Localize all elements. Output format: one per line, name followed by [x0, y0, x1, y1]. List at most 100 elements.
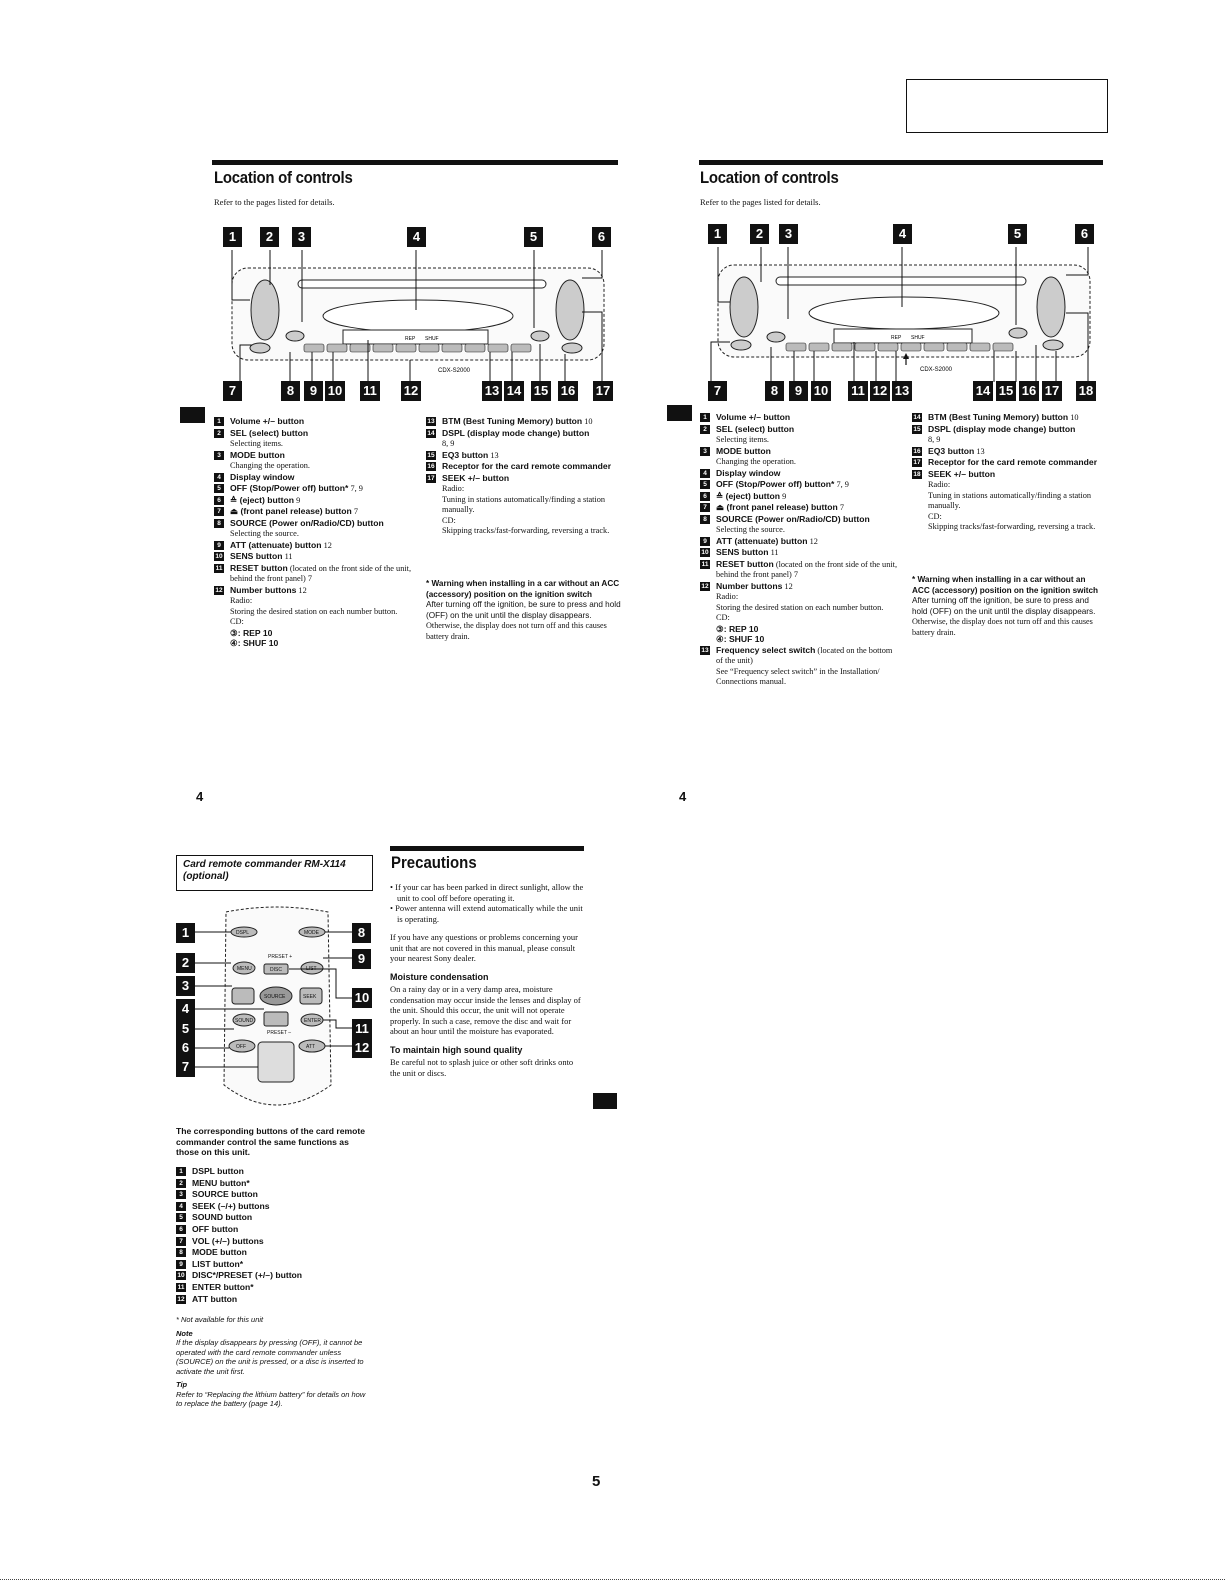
callout: 2: [260, 227, 279, 247]
sound-key-label: SOUND: [235, 1018, 253, 1024]
callout: 5: [176, 1019, 195, 1039]
callout: 9: [304, 381, 323, 401]
preset-plus-label: PRESET +: [268, 954, 292, 960]
rep-label: REP: [891, 335, 902, 341]
callout: 4: [407, 227, 426, 247]
callout: 5: [524, 227, 543, 247]
callout: 10: [325, 381, 345, 401]
off-key-label: OFF: [236, 1044, 246, 1050]
left-intro: Refer to the pages listed for details.: [214, 197, 335, 207]
precautions-body: • If your car has been parked in direct …: [390, 882, 584, 1078]
right-warning: * Warning when installing in a car witho…: [912, 575, 1099, 637]
callout: 1: [708, 224, 727, 244]
callout: 14: [504, 381, 524, 401]
callout: 17: [1042, 381, 1062, 401]
callout: 9: [352, 949, 371, 969]
callout: 1: [223, 227, 242, 247]
callout: 6: [176, 1038, 195, 1058]
callout: 8: [281, 381, 300, 401]
callout: 3: [779, 224, 798, 244]
list-item: 7⏏ (front panel release) button 7: [214, 506, 414, 518]
menu-key-label: MENU: [237, 966, 252, 972]
callout: 10: [811, 381, 831, 401]
callout: 13: [892, 381, 912, 401]
disc-key-label: DISC: [270, 967, 282, 973]
callout: 10: [352, 988, 372, 1008]
callout: 3: [292, 227, 311, 247]
callout: 7: [223, 381, 242, 401]
callout: 2: [176, 953, 195, 973]
list-item: 7⏏ (front panel release) button 7: [700, 502, 900, 514]
att-key-label: ATT: [306, 1044, 315, 1050]
left-section-title: Location of controls: [214, 168, 353, 187]
precautions-title: Precautions: [391, 853, 477, 872]
right-page-number: 4: [679, 789, 687, 804]
bottom-dotted-rule: [0, 1579, 1225, 1580]
callout: 8: [765, 381, 784, 401]
bottom-page-number: 5: [592, 1473, 601, 1490]
right-title-rule: [699, 160, 1103, 165]
callout: 12: [401, 381, 421, 401]
callout: 3: [176, 976, 195, 996]
left-warning: * Warning when installing in a car witho…: [426, 579, 621, 641]
callout: 15: [531, 381, 551, 401]
callout: 7: [708, 381, 727, 401]
callout: 11: [848, 381, 868, 401]
remote-caption: The corresponding buttons of the card re…: [176, 1126, 366, 1157]
callout: 11: [352, 1019, 372, 1039]
callout: 16: [558, 381, 578, 401]
right-unit-illustration: REP SHUF CDX-S2000: [710, 247, 1091, 382]
preset-minus-label: PRESET –: [267, 1030, 291, 1036]
source-key-label: SOURCE: [264, 994, 286, 1000]
list-item: 6≙ (eject) button 9: [214, 495, 414, 507]
right-margin-tab: [667, 405, 692, 421]
callout: 4: [893, 224, 912, 244]
callout: 13: [482, 381, 502, 401]
precautions-rule: [390, 846, 584, 851]
left-margin-tab: [180, 407, 205, 423]
callout: 6: [592, 227, 611, 247]
remote-notes: * Not available for this unit Note If th…: [176, 1315, 366, 1408]
left-title-rule: [212, 160, 618, 165]
callout: 2: [750, 224, 769, 244]
dspl-key-label: DSPL: [236, 930, 249, 936]
shuf-label: SHUF: [911, 335, 925, 341]
callout: 16: [1019, 381, 1039, 401]
model-label: CDX-S2000: [438, 368, 471, 374]
remote-title: Card remote commander RM-X114 (optional): [183, 859, 346, 882]
list-item: 6≙ (eject) button 9: [700, 491, 900, 503]
